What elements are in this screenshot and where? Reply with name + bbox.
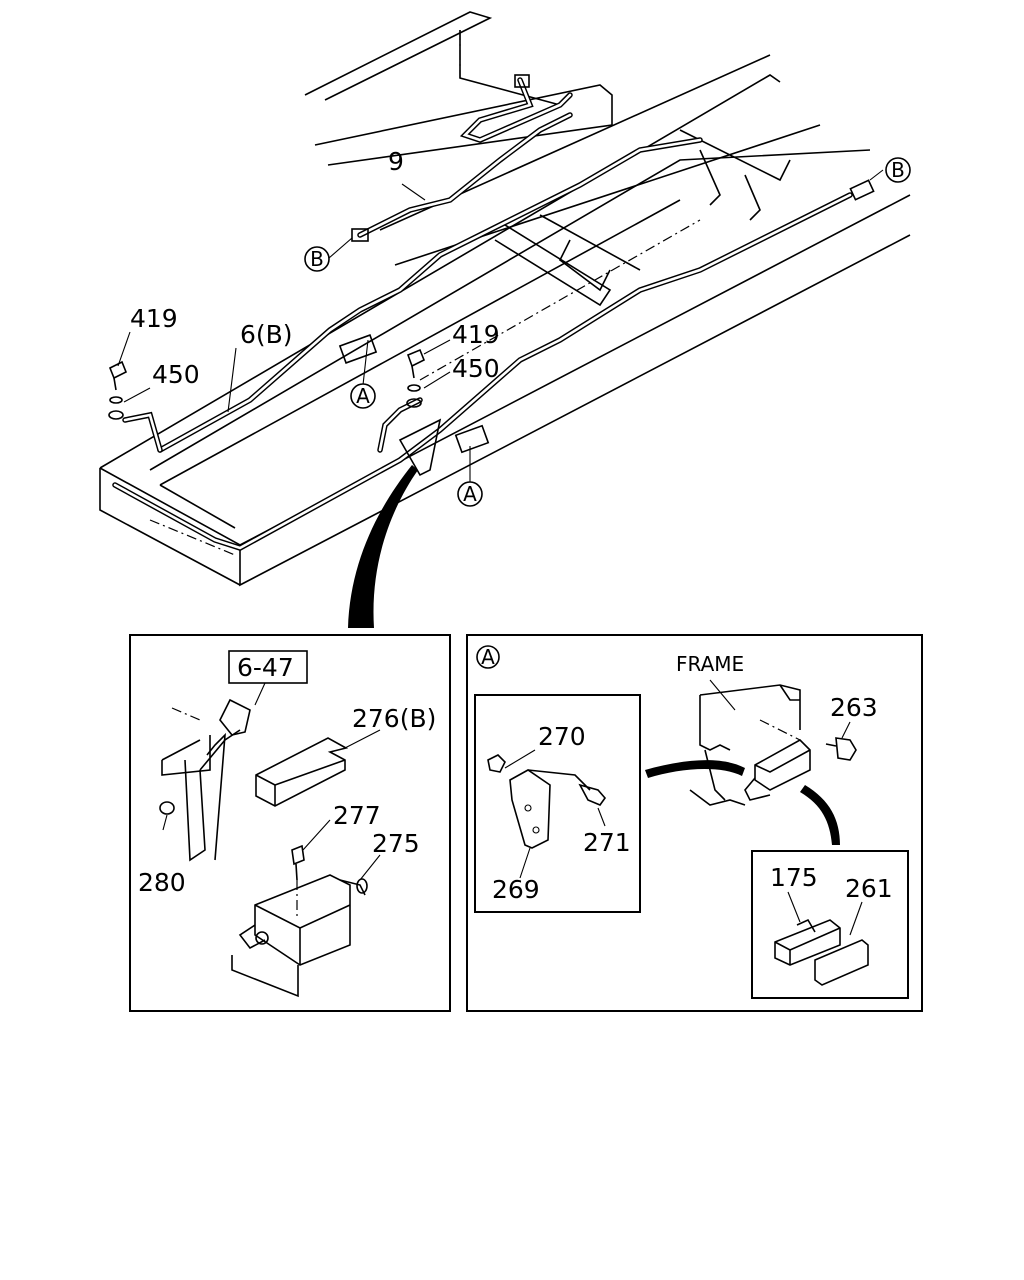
label-part-271: 271 [583,828,631,857]
connector-subpanel [751,850,909,999]
ref-a-mid: A [350,383,376,409]
label-part-419-left: 419 [130,304,178,333]
label-part-280: 280 [138,868,186,897]
label-part-261: 261 [845,874,893,903]
detail-panel-left [129,634,451,1012]
label-part-6b: 6(B) [240,320,293,349]
svg-text:B: B [891,158,905,182]
label-frame: FRAME [676,652,744,676]
label-part-450-right: 450 [452,354,500,383]
svg-text:A: A [481,645,495,669]
label-part-276b: 276(B) [352,704,436,733]
chassis-frame-assembly [99,11,911,628]
label-part-263: 263 [830,693,878,722]
ref-6-47-box [228,650,308,684]
svg-text:A: A [356,384,370,408]
label-part-419-right: 419 [452,320,500,349]
label-part-175: 175 [770,863,818,892]
svg-text:B: B [310,247,324,271]
label-part-450-left: 450 [152,360,200,389]
label-ref-6-47: 6-47 [237,653,294,682]
label-part-270: 270 [538,722,586,751]
label-part-269: 269 [492,875,540,904]
detail-panel-right: A [466,634,923,1012]
svg-text:A: A [463,482,477,506]
label-part-275: 275 [372,829,420,858]
bracket-subpanel [474,694,641,913]
detail-a-marker: A [476,645,500,669]
ref-b-left: B [304,246,330,272]
label-part-9: 9 [388,147,404,176]
ref-b-top: B [885,157,911,183]
label-part-277: 277 [333,801,381,830]
ref-a-right: A [457,481,483,507]
